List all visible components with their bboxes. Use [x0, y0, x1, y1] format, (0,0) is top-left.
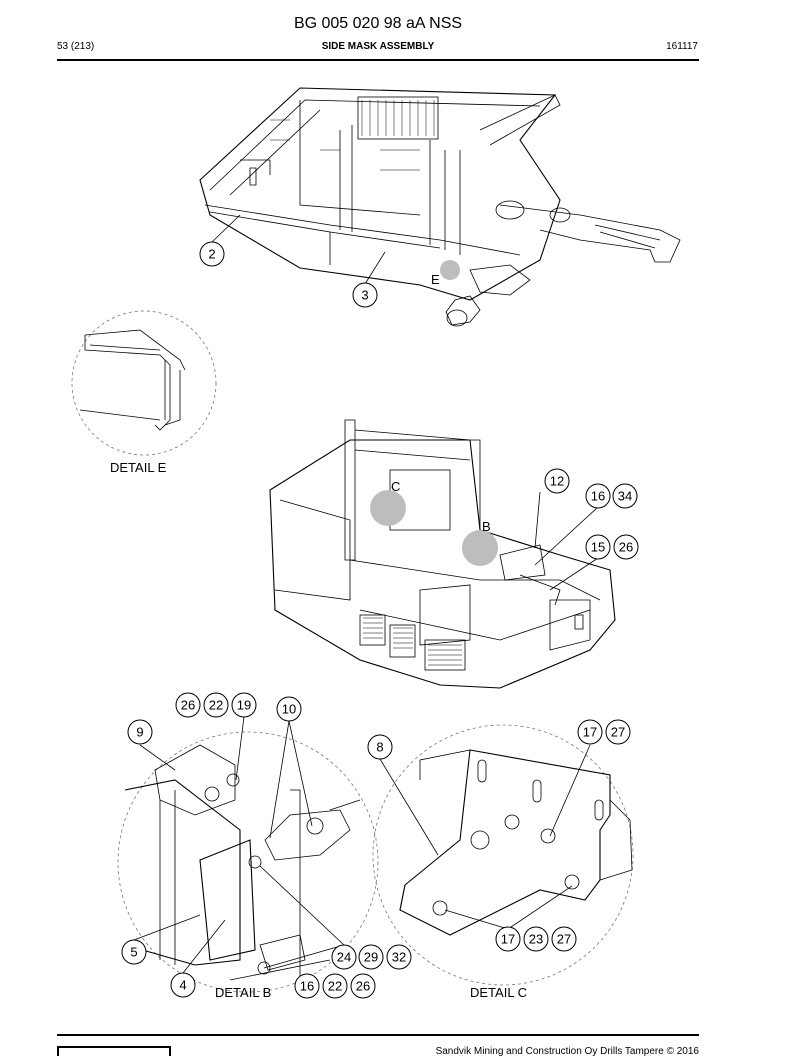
page-number: 53 (213)	[57, 41, 95, 52]
svg-text:10: 10	[282, 702, 296, 717]
leader-lines	[133, 214, 599, 974]
callout-27: 27	[551, 926, 577, 952]
callout-17: 17	[495, 926, 521, 952]
svg-text:8: 8	[376, 740, 383, 755]
callout-3: 3	[352, 282, 378, 308]
svg-text:22: 22	[328, 979, 342, 994]
svg-text:26: 26	[619, 540, 633, 555]
callout-4: 4	[170, 972, 196, 998]
svg-text:12: 12	[550, 474, 564, 489]
callout-29: 29	[358, 944, 384, 970]
document-title: BG 005 020 98 aA NSS	[293, 15, 463, 32]
svg-text:26: 26	[181, 698, 195, 713]
middle-assembly-illustration	[269, 419, 616, 689]
document-code: 161117	[666, 41, 698, 52]
callout-17: 17	[577, 719, 603, 745]
callout-26: 26	[175, 692, 201, 718]
svg-text:5: 5	[130, 945, 137, 960]
section-title: SIDE MASK ASSEMBLY	[321, 41, 435, 52]
callout-12: 12	[544, 468, 570, 494]
callout-2: 2	[199, 241, 225, 267]
callout-8: 8	[367, 734, 393, 760]
svg-text:27: 27	[611, 725, 625, 740]
callout-16: 16	[294, 973, 320, 999]
svg-text:26: 26	[356, 979, 370, 994]
callout-15: 15	[585, 534, 611, 560]
svg-text:34: 34	[618, 489, 632, 504]
header-rule	[57, 59, 699, 61]
svg-text:15: 15	[591, 540, 605, 555]
svg-text:29: 29	[364, 950, 378, 965]
svg-text:23: 23	[529, 932, 543, 947]
callout-22: 22	[203, 692, 229, 718]
svg-text:19: 19	[237, 698, 251, 713]
svg-text:17: 17	[583, 725, 597, 740]
detail-c-illustration	[372, 724, 634, 986]
svg-text:4: 4	[179, 978, 186, 993]
marker-e: E	[431, 272, 440, 287]
top-assembly-illustration	[199, 87, 681, 327]
svg-text:24: 24	[337, 950, 351, 965]
detail-e-illustration	[71, 310, 217, 456]
svg-text:22: 22	[209, 698, 223, 713]
detail-b-illustration	[117, 731, 379, 993]
detail-b-label: DETAIL B	[215, 985, 271, 1000]
detail-e-label: DETAIL E	[110, 460, 167, 475]
svg-text:32: 32	[392, 950, 406, 965]
callout-16: 16	[585, 483, 611, 509]
callout-26: 26	[350, 973, 376, 999]
svg-text:3: 3	[361, 288, 368, 303]
footer-copyright: Sandvik Mining and Construction Oy Drill…	[435, 1046, 699, 1057]
marker-b: B	[482, 519, 491, 534]
svg-text:16: 16	[300, 979, 314, 994]
svg-text:2: 2	[208, 247, 215, 262]
callout-23: 23	[523, 926, 549, 952]
callout-9: 9	[127, 719, 153, 745]
callout-27: 27	[605, 719, 631, 745]
svg-text:9: 9	[136, 725, 143, 740]
callout-26: 26	[613, 534, 639, 560]
company-logo	[57, 1046, 171, 1056]
svg-text:17: 17	[501, 932, 515, 947]
callout-19: 19	[231, 692, 257, 718]
svg-text:16: 16	[591, 489, 605, 504]
callout-34: 34	[612, 483, 638, 509]
marker-c: C	[391, 479, 400, 494]
callout-5: 5	[121, 939, 147, 965]
footer-rule	[57, 1034, 699, 1036]
detail-c-label: DETAIL C	[470, 985, 527, 1000]
callout-32: 32	[386, 944, 412, 970]
svg-text:27: 27	[557, 932, 571, 947]
callout-10: 10	[276, 696, 302, 722]
callout-24: 24	[331, 944, 357, 970]
callout-22: 22	[322, 973, 348, 999]
